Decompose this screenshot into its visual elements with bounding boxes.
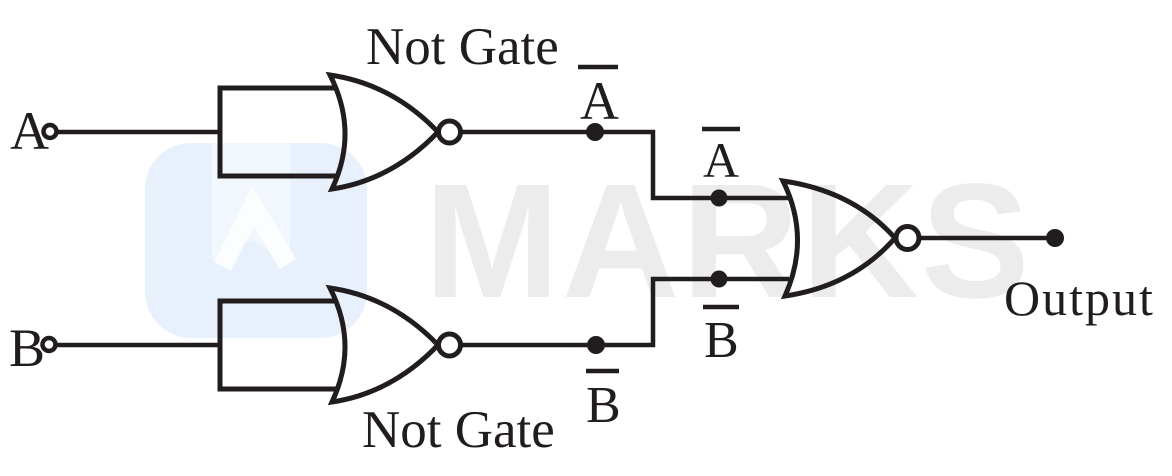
junction-dot-b-bar: [587, 336, 605, 354]
a-bar-label-2: A: [703, 132, 739, 188]
not-gate-top-body: [325, 71, 442, 193]
nor-gate-inverter-bubble: [893, 224, 922, 252]
not-gate-bottom-inverter-bubble: [436, 331, 463, 359]
not-gate-bottom-input-box: [217, 298, 336, 392]
not-gate-bottom-body: [325, 284, 442, 406]
nor-gate-body: [778, 177, 899, 300]
not-gate-bottom-label: Not Gate: [362, 401, 555, 459]
not-gate-bottom: [217, 284, 463, 406]
watermark-logo-chevron-icon: [214, 186, 297, 271]
junction-dot-nor-input-bottom: [710, 270, 728, 288]
not-gate-top: [217, 71, 463, 193]
junction-dot-a-bar: [586, 123, 604, 141]
input-a-label: A: [10, 101, 49, 161]
b-bar-label-1: B: [586, 377, 621, 434]
nor-gate: [778, 177, 922, 300]
input-b-label: B: [9, 318, 45, 378]
input-b-terminal: [40, 335, 58, 354]
not-gate-top-inverter-bubble: [436, 118, 463, 146]
watermark: MARKS: [145, 143, 1032, 338]
junction-dot-nor-input-top: [710, 189, 728, 207]
junction-dots: [586, 123, 1064, 354]
input-a-terminal: [41, 122, 59, 141]
output-end-dot: [1046, 229, 1064, 247]
a-bar-label-1: A: [580, 71, 619, 131]
output-label: Output: [1004, 270, 1155, 326]
watermark-text: MARKS: [424, 149, 1032, 332]
overbars: [578, 64, 740, 374]
not-gate-top-input-box: [217, 85, 336, 179]
b-bar-label-2: B: [704, 312, 739, 369]
not-gate-top-label: Not Gate: [366, 18, 559, 76]
